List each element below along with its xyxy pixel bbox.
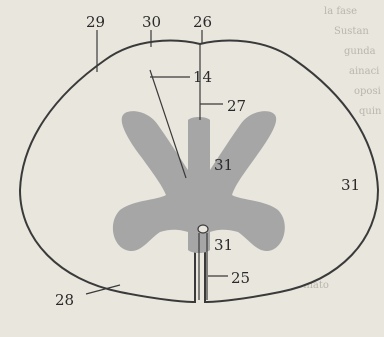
label-27: 27 [227,97,246,115]
label-25: 25 [231,269,250,287]
label-31-lower: 31 [214,236,233,254]
label-29: 29 [86,13,105,31]
label-31-right: 31 [341,176,360,194]
label-14: 14 [193,68,212,86]
label-26: 26 [193,13,212,31]
label-28: 28 [55,291,74,309]
central-canal [198,225,208,233]
label-30: 30 [142,13,161,31]
label-31-center: 31 [214,156,233,174]
